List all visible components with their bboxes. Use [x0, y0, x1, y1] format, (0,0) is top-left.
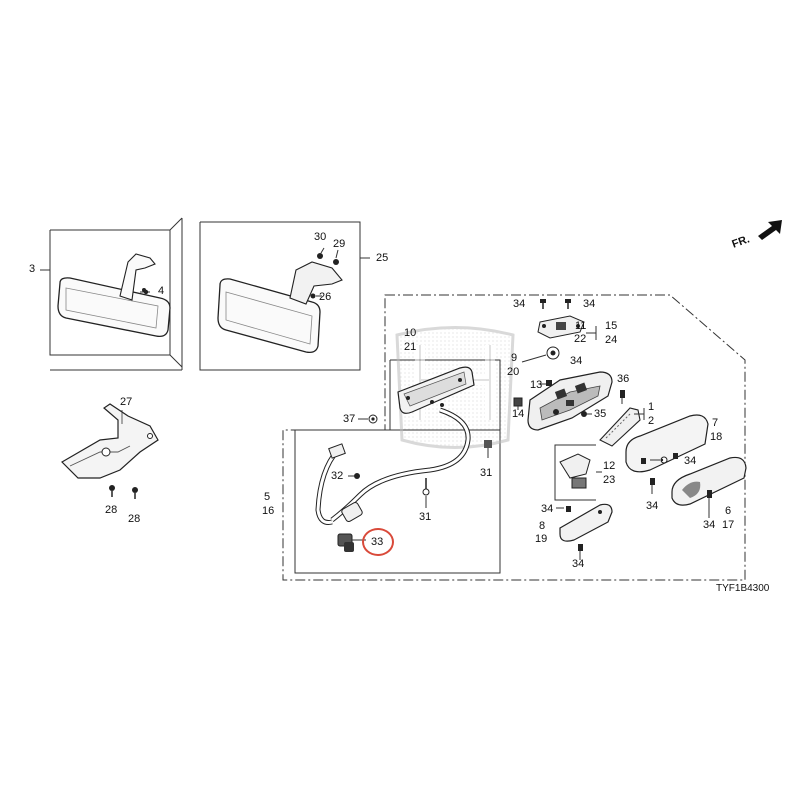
screw-28-right: [132, 487, 138, 499]
callout-23: 23: [603, 474, 616, 486]
callout-4: 4: [158, 285, 165, 297]
cover-part-6: [671, 456, 747, 506]
switch-part-11: [537, 315, 585, 339]
auto-dim-mirror-part: [217, 247, 343, 354]
callout-20: 20: [507, 366, 520, 378]
callout-14: 14: [512, 408, 525, 420]
rearview-mirror-part: [57, 253, 171, 338]
callout-31-lower: 31: [419, 511, 432, 523]
callout-9: 9: [511, 352, 518, 364]
callout-24: 24: [605, 334, 618, 346]
callout-26: 26: [319, 291, 332, 303]
clip-31-upper: [484, 440, 492, 458]
screw-34-b: [565, 299, 571, 309]
callout-34-h: 34: [703, 519, 716, 531]
frame-switch-12: [554, 444, 596, 501]
wire-harness-part: [315, 407, 471, 525]
callout-21: 21: [404, 341, 417, 353]
callout-13: 13: [530, 379, 543, 391]
callout-35: 35: [594, 408, 607, 420]
callout-34-d: 34: [684, 455, 697, 467]
callout-34-f: 34: [541, 503, 554, 515]
cover-part-8: [559, 503, 613, 542]
bracket-part: [61, 403, 159, 479]
frame-harness: [294, 429, 501, 574]
callout-34-top-left: 34: [513, 298, 526, 310]
lens-part-1: [599, 407, 641, 447]
callout-22: 22: [574, 333, 587, 345]
cover-part-7: [625, 414, 709, 473]
screw-28-left: [109, 485, 115, 497]
screw-34-a: [540, 299, 546, 309]
callout-1: 1: [648, 401, 655, 413]
map-light-housing-part: [527, 371, 613, 431]
callout-19: 19: [535, 533, 548, 545]
callout-6: 6: [725, 505, 732, 517]
callout-27: 27: [120, 396, 133, 408]
callout-30: 30: [314, 231, 327, 243]
callout-28-left: 28: [105, 504, 118, 516]
callout-3: 3: [29, 263, 36, 275]
callout-36: 36: [617, 373, 630, 385]
clip-31-lower: [422, 478, 430, 508]
callout-2: 2: [648, 415, 655, 427]
callout-17: 17: [722, 519, 735, 531]
frame-auto-dim-mirror: [199, 221, 361, 371]
callout-32: 32: [331, 470, 344, 482]
callout-34-g: 34: [572, 558, 585, 570]
callout-7: 7: [712, 417, 719, 429]
callout-5: 5: [264, 491, 271, 503]
front-arrow-icon: [758, 220, 782, 240]
callout-34-e: 34: [646, 500, 659, 512]
callout-37: 37: [343, 413, 356, 425]
callout-8: 8: [539, 520, 546, 532]
callout-16: 16: [262, 505, 275, 517]
callout-12: 12: [603, 460, 616, 472]
callout-25: 25: [376, 252, 389, 264]
sensor-housing-part: [397, 366, 475, 414]
callout-34-c: 34: [570, 355, 583, 367]
callout-31-upper: 31: [480, 467, 493, 479]
callout-10: 10: [404, 327, 417, 339]
switch-part-12: [559, 453, 591, 489]
callout-18: 18: [710, 431, 723, 443]
callout-11: 11: [575, 320, 587, 332]
diagram-part-code: TYF1B4300: [716, 583, 770, 594]
callout-33: 33: [371, 536, 384, 548]
connector-33-part: [337, 533, 366, 552]
highlight-ring: [362, 528, 394, 556]
callout-15: 15: [605, 320, 618, 332]
callout-28-right: 28: [128, 513, 141, 525]
callout-29: 29: [333, 238, 346, 250]
callout-34-top-right: 34: [583, 298, 596, 310]
